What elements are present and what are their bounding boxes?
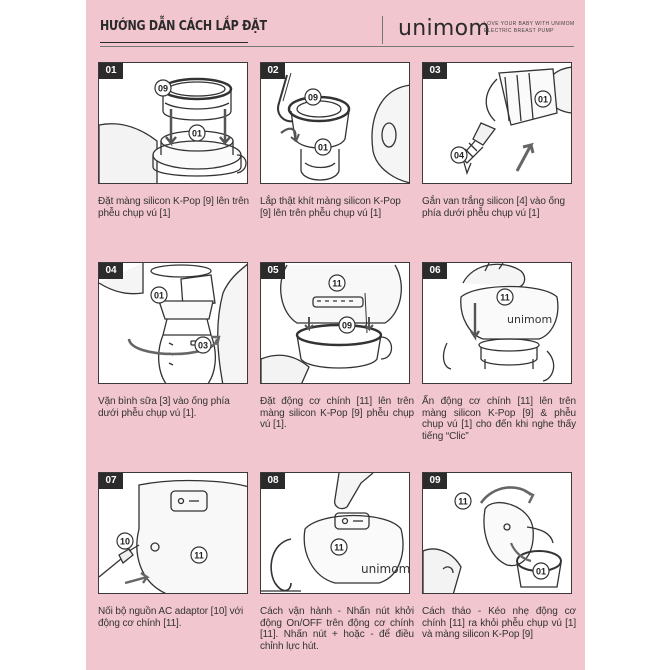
step-3-label-b: 04 [454, 151, 464, 161]
step-9-label-a: 11 [458, 497, 468, 507]
step-7-illustration-icon: 10 11 [99, 479, 247, 593]
step-5-panel: 05 11 09 [260, 262, 410, 384]
step-6-panel: 06 unimom 11 [422, 262, 572, 384]
step-2-caption: Lắp thật khít màng silicon K-Pop [9] lên… [260, 196, 401, 219]
step-9-caption: Cách tháo - Kéo nhẹ động cơ chính [11] r… [422, 606, 576, 640]
page-title: HƯỚNG DẪN CÁCH LẮP ĐẶT [100, 18, 267, 34]
step-4-number: 04 [99, 263, 123, 279]
step-1-number: 01 [99, 63, 123, 79]
step-7-number: 07 [99, 473, 123, 489]
step-8-illustration-icon: unimom 11 [261, 473, 410, 592]
step-8-label-a: 11 [334, 543, 344, 553]
instruction-sheet: HƯỚNG DẪN CÁCH LẮP ĐẶT unimom LOVE YOUR … [86, 0, 585, 670]
brand-logo: unimom [398, 16, 491, 41]
step-3-illustration-icon: 01 04 [450, 66, 571, 176]
header-divider [382, 16, 383, 44]
step-7-panel: 07 10 11 [98, 472, 248, 594]
step-4-panel: 04 01 03 [98, 262, 248, 384]
step-1-illustration-icon: 09 01 [99, 77, 247, 183]
tagline-line-1: LOVE YOUR BABY WITH UNIMOM [484, 21, 575, 27]
tagline-line-2: ELECTRIC BREAST PUMP [484, 28, 554, 34]
step-5-illustration-icon: 11 09 [261, 264, 402, 383]
step-3-caption: Gắn van trắng silicon [4] vào ống phía d… [422, 196, 565, 219]
step-4-illustration-icon: 01 03 [99, 263, 247, 383]
step-5-label-b: 09 [342, 321, 352, 331]
step-2-label-a: 09 [308, 93, 318, 103]
step-4-label-b: 03 [198, 341, 208, 351]
step-3-label-a: 01 [538, 95, 548, 105]
step-6-number: 06 [423, 263, 447, 279]
step-2-number: 02 [261, 63, 285, 79]
step-4-label-a: 01 [154, 291, 164, 301]
step-6-caption: Ấn động cơ chính [11] lên trên màng sili… [422, 396, 576, 442]
step-9-number: 09 [423, 473, 447, 489]
step-3-panel: 03 01 04 [422, 62, 572, 184]
step-4-caption: Vặn bình sữa [3] vào ống phía dưới phễu … [98, 396, 230, 419]
step-8-brand: unimom [361, 562, 410, 576]
step-8-panel: 08 unimom 11 [260, 472, 410, 594]
step-8-caption: Cách vận hành - Nhấn nút khởi động On/OF… [260, 606, 414, 652]
title-underline [100, 42, 248, 43]
step-1-panel: 01 09 01 [98, 62, 248, 184]
step-3-number: 03 [423, 63, 447, 79]
step-6-label-a: 11 [500, 293, 510, 303]
step-5-number: 05 [261, 263, 285, 279]
step-8-number: 08 [261, 473, 285, 489]
brand-tagline: LOVE YOUR BABY WITH UNIMOM ELECTRIC BREA… [484, 21, 575, 35]
step-9-illustration-icon: 11 01 [423, 486, 562, 593]
step-5-label-a: 11 [332, 279, 342, 289]
step-6-brand: unimom [507, 313, 552, 326]
step-9-label-b: 01 [536, 567, 546, 577]
step-1-label-a: 09 [158, 84, 168, 94]
step-1-caption: Đặt màng silicon K-Pop [9] lên trên phễu… [98, 196, 250, 219]
step-7-caption: Nối bộ nguồn AC adaptor [10] với động cơ… [98, 606, 244, 629]
step-2-panel: 02 09 01 [260, 62, 410, 184]
step-7-label-b: 11 [194, 551, 204, 561]
step-6-illustration-icon: unimom 11 [442, 263, 559, 382]
step-9-panel: 09 11 01 [422, 472, 572, 594]
step-1-label-b: 01 [192, 129, 202, 139]
step-2-illustration-icon: 09 01 [277, 72, 409, 183]
step-7-label-a: 10 [120, 537, 130, 547]
header: HƯỚNG DẪN CÁCH LẮP ĐẶT unimom LOVE YOUR … [86, 0, 585, 50]
header-rule [100, 46, 574, 47]
step-5-caption: Đặt động cơ chính [11] lên trên màng sil… [260, 396, 414, 430]
step-2-label-b: 01 [318, 143, 328, 153]
